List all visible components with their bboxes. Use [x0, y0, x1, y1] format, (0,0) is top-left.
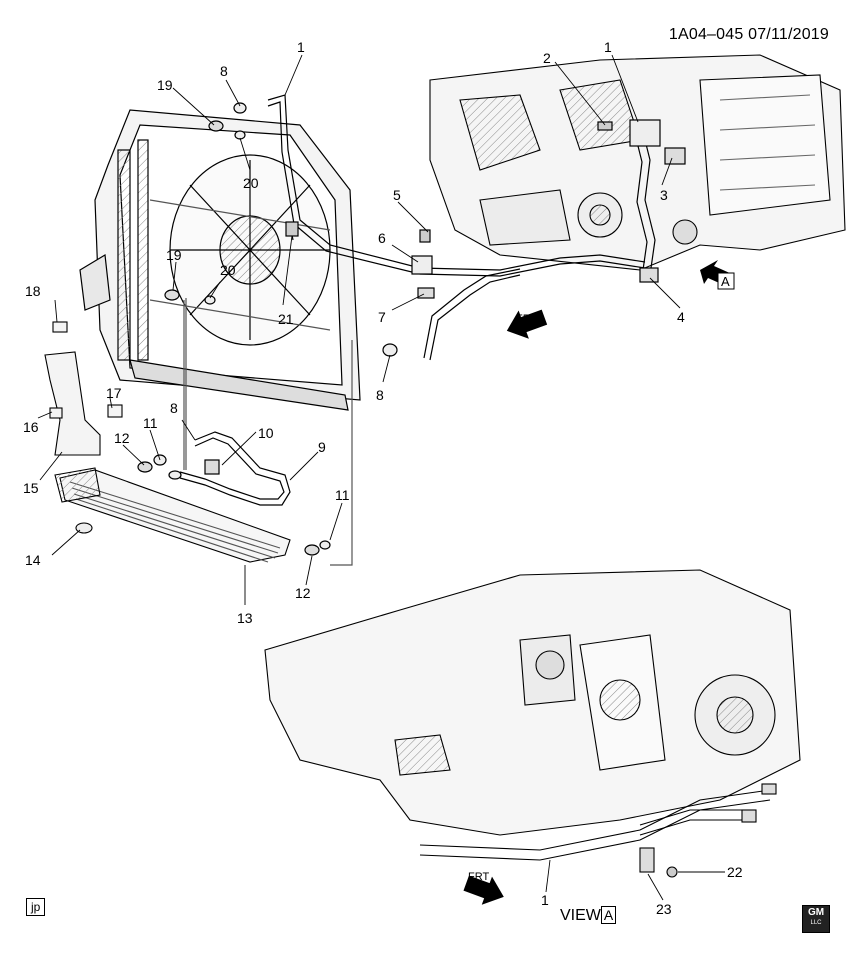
callout-16: 16 [23, 419, 39, 435]
callout-1c: 1 [541, 892, 549, 908]
callout-8b: 8 [220, 63, 228, 79]
callout-2: 2 [543, 50, 551, 66]
callout-11b: 11 [335, 487, 350, 503]
callout-22: 22 [727, 864, 743, 880]
diagram-code: 1A04–045 07/11/2019 [668, 26, 829, 43]
frt-arrow-lower [463, 875, 504, 905]
callout-4: 4 [677, 309, 685, 325]
callout-numbers: 1 2 1 3 4 5 6 7 8 8 19 20 21 19 20 18 16… [23, 39, 743, 917]
callout-7: 7 [378, 309, 386, 325]
callout-3: 3 [660, 187, 668, 203]
callout-17: 17 [106, 385, 122, 401]
callout-5: 5 [393, 187, 401, 203]
callout-10: 10 [258, 425, 274, 441]
callout-1b: 1 [604, 39, 612, 55]
gm-logo-sub: LLC [810, 920, 822, 926]
callout-23: 23 [656, 901, 672, 917]
callout-6: 6 [378, 230, 386, 246]
oil-cooler [54, 467, 291, 563]
callout-15: 15 [23, 480, 39, 496]
callout-20b: 20 [220, 262, 236, 278]
mounting-bracket [44, 321, 123, 456]
callout-12b: 12 [295, 585, 311, 601]
view-a-text: VIEW [560, 907, 601, 924]
view-a-callout: A [717, 272, 735, 290]
callout-18: 18 [25, 283, 41, 299]
callout-20a: 20 [243, 175, 259, 191]
gm-logo: GM LLC [802, 905, 830, 933]
frt-label-upper: FRT [516, 313, 537, 325]
gm-logo-text: GM [807, 907, 825, 918]
frt-label-lower: FRT [468, 871, 489, 883]
radiator-assembly [79, 109, 361, 411]
callout-1a: 1 [297, 39, 305, 55]
callout-12a: 12 [114, 430, 130, 446]
callout-8c: 8 [170, 400, 178, 416]
leader-lines [37, 54, 725, 901]
frt-labels: FRT FRT [468, 313, 537, 883]
callout-11a: 11 [143, 415, 158, 431]
engine-transmission-assembly [429, 54, 846, 271]
view-a-letter: A [600, 906, 617, 924]
cooler-lines-upper [267, 94, 686, 361]
view-a-assembly [264, 569, 801, 878]
callout-14: 14 [25, 552, 41, 568]
callout-9: 9 [318, 439, 326, 455]
callout-21: 21 [278, 311, 294, 327]
callout-8a: 8 [376, 387, 384, 403]
callout-19a: 19 [157, 77, 173, 93]
view-a-arrow-letter: A [721, 274, 730, 289]
frt-arrow-upper [506, 309, 548, 339]
callout-19b: 19 [166, 247, 182, 263]
jp-tag: jp [26, 898, 46, 916]
cooler-lines-lower [137, 102, 398, 566]
callout-13: 13 [237, 610, 253, 626]
